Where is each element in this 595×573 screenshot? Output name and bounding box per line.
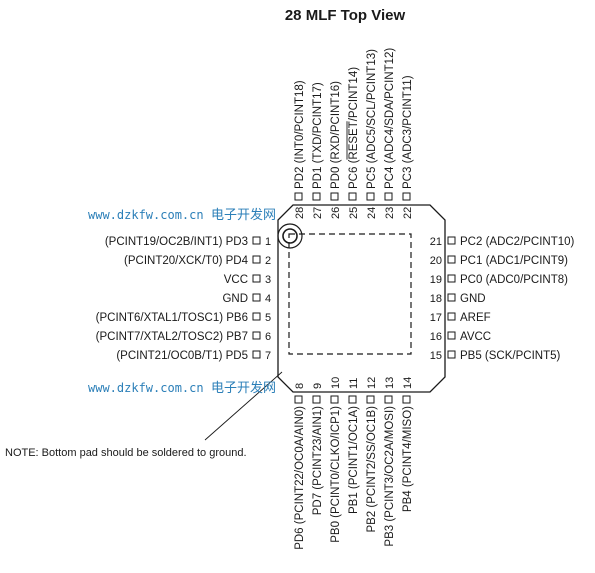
watermark-cn: 电子开发网 [211, 207, 276, 223]
pin-number-left-3: 3 [265, 274, 271, 286]
pin-label-bottom-14: PB4 (PCINT4/MISO) [402, 406, 414, 512]
pin-label-left-2: (PCINT20/XCK/T0) PD4 [124, 255, 249, 267]
pin-pad-right-19 [447, 274, 456, 283]
pin-label-top-28: PD2 (INT0/PCINT18) [294, 80, 306, 189]
pin-number-right-18: 18 [430, 293, 442, 305]
pin-label-bottom-11: PB1 (PCINT1/OC1A) [348, 406, 360, 514]
pin-number-bottom-13: 13 [384, 377, 396, 389]
pin-number-top-28: 28 [294, 207, 306, 219]
pin-pad-bottom-12 [366, 395, 375, 404]
pin-label-top-27: PD1 (TXD/PCINT17) [312, 82, 324, 189]
pin-pad-left-2 [252, 255, 261, 264]
pin-label-top-24: PC5 (ADC5/SCL/PCINT13) [366, 49, 378, 189]
pin-label-bottom-8: PD6 (PCINT22/OC0A/AIN0) [294, 406, 306, 550]
pin1-marker-outer [277, 223, 303, 249]
pin-number-right-15: 15 [430, 350, 442, 362]
pin-pad-bottom-10 [330, 395, 339, 404]
pin-label-bottom-12: PB2 (PCINT2/SS/OC1B) [366, 406, 378, 533]
pin-number-left-7: 7 [265, 350, 271, 362]
pin-number-top-23: 23 [384, 207, 396, 219]
pin-pad-top-27 [312, 192, 321, 201]
pin-pad-bottom-8 [294, 395, 303, 404]
pin-number-left-2: 2 [265, 255, 271, 267]
pin-pad-left-7 [252, 350, 261, 359]
pin-number-right-20: 20 [430, 255, 442, 267]
pin-label-left-1: (PCINT19/OC2B/INT1) PD3 [105, 236, 248, 248]
pin-number-top-24: 24 [366, 207, 378, 219]
pin-label-right-17: AREF [460, 312, 491, 324]
watermark-url: www.dzkfw.com.cn [88, 208, 204, 222]
pin-number-bottom-12: 12 [366, 377, 378, 389]
pin-pad-right-17 [447, 312, 456, 321]
pin-number-left-1: 1 [265, 236, 271, 248]
pin-pad-right-18 [447, 293, 456, 302]
pin-pad-right-16 [447, 331, 456, 340]
pin-pad-top-24 [366, 192, 375, 201]
pin-number-bottom-11: 11 [348, 378, 360, 389]
pin-pad-left-6 [252, 331, 261, 340]
pin-pad-left-5 [252, 312, 261, 321]
pin-label-bottom-9: PD7 (PCINT23/AIN1) [312, 406, 324, 515]
pins-layer: 1 (PCINT19/OC2B/INT1) PD3 2 (PCINT20/XCK/T0… [96, 48, 575, 550]
pin-pad-top-22 [402, 192, 411, 201]
pin-pad-top-25 [348, 192, 357, 201]
pin-label-right-21: PC2 (ADC2/PCINT10) [460, 236, 575, 248]
pin-number-top-26: 26 [330, 207, 342, 219]
pin-number-left-5: 5 [265, 312, 271, 324]
pin-number-bottom-10: 10 [330, 377, 342, 389]
pin-pad-bottom-9 [312, 395, 321, 404]
pin-pad-right-21 [447, 236, 456, 245]
pin-pad-top-28 [294, 192, 303, 201]
note-pointer-line [204, 371, 283, 441]
pin-number-top-25: 25 [348, 207, 360, 219]
pin-label-top-26: PD0 (RXD/PCINT16) [330, 81, 342, 189]
pin-number-right-16: 16 [430, 331, 442, 343]
pin-label-left-5: (PCINT6/XTAL1/TOSC1) PB6 [96, 312, 248, 324]
pin-number-bottom-9: 9 [312, 383, 324, 389]
watermark-url-2: www.dzkfw.com.cn [88, 381, 204, 395]
pin-number-left-6: 6 [265, 331, 271, 343]
watermark-cn-2: 电子开发网 [211, 380, 276, 396]
diagram-title: 28 MLF Top View [285, 7, 406, 24]
pin-label-top-25: PC6 (RESET/PCINT14) [348, 67, 360, 189]
pin-number-bottom-8: 8 [294, 383, 306, 389]
pin-number-right-21: 21 [430, 236, 442, 248]
pin-pad-bottom-14 [402, 395, 411, 404]
pin-pad-bottom-13 [384, 395, 393, 404]
exposed-pad [288, 233, 412, 355]
pin-label-right-16: AVCC [460, 331, 491, 343]
pin-pad-left-3 [252, 274, 261, 283]
note-text: NOTE: Bottom pad should be soldered to g… [5, 447, 247, 459]
pin-label-right-20: PC1 (ADC1/PCINT9) [460, 255, 568, 267]
package-body [277, 204, 446, 393]
pin-label-bottom-10: PB0 (PCINT0/CLKO/ICP1) [330, 406, 342, 543]
pin-number-top-27: 27 [312, 207, 324, 219]
pin-pad-left-4 [252, 293, 261, 302]
pin-number-top-22: 22 [402, 207, 414, 219]
pin-label-right-18: GND [460, 293, 486, 305]
pin-label-right-15: PB5 (SCK/PCINT5) [460, 350, 560, 362]
pin-label-left-3: VCC [224, 274, 248, 286]
pin-pad-top-26 [330, 192, 339, 201]
pin-pad-right-15 [447, 350, 456, 359]
pin-label-bottom-13: PB3 (PCINT3/OC2A/MOSI) [384, 406, 396, 547]
pin1-marker-inner [282, 228, 298, 244]
pin-number-bottom-14: 14 [402, 377, 414, 389]
pin-label-top-22: PC3 (ADC3/PCINT11) [402, 75, 414, 189]
pin-label-left-4: GND [222, 293, 248, 305]
pin-pad-top-23 [384, 192, 393, 201]
pin-number-right-19: 19 [430, 274, 442, 286]
pin-label-left-6: (PCINT7/XTAL2/TOSC2) PB7 [96, 331, 248, 343]
pin-label-right-19: PC0 (ADC0/PCINT8) [460, 274, 568, 286]
pin-label-left-7: (PCINT21/OC0B/T1) PD5 [116, 350, 248, 362]
pin-label-top-23: PC4 (ADC4/SDA/PCINT12) [384, 48, 396, 189]
pin-pad-left-1 [252, 236, 261, 245]
pin-number-left-4: 4 [265, 293, 271, 305]
pin-pad-bottom-11 [348, 395, 357, 404]
pin-number-right-17: 17 [430, 312, 442, 324]
pin-pad-right-20 [447, 255, 456, 264]
